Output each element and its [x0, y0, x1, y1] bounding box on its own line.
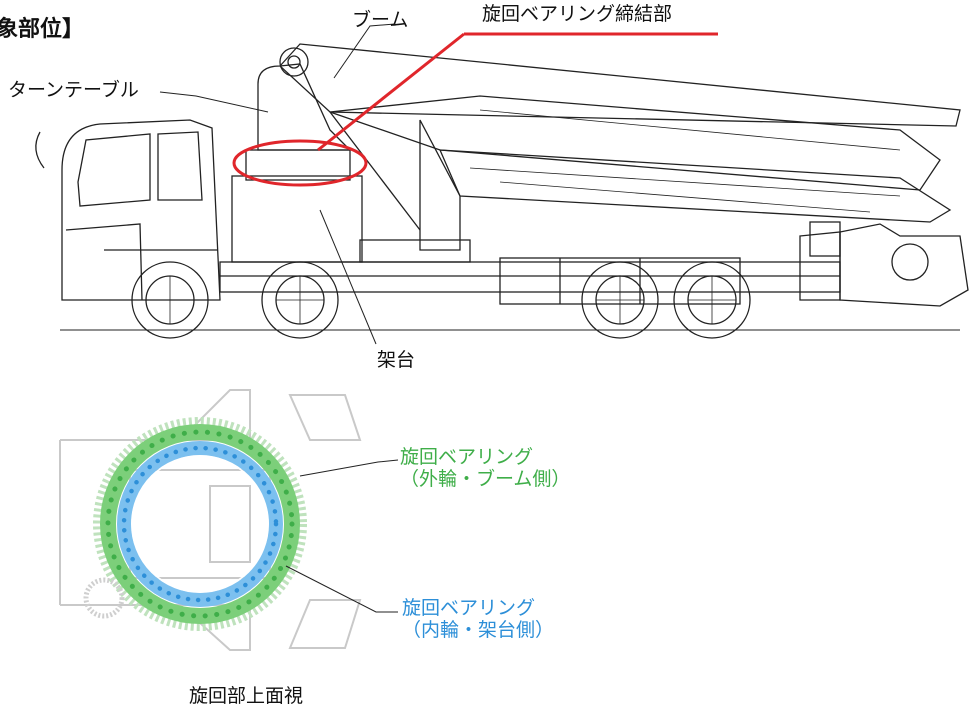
fastening-highlight	[232, 32, 718, 187]
bearing-top-view	[59, 389, 362, 651]
outer-ring-label: 旋回ベアリング （外輪・ブーム側）	[400, 446, 571, 491]
outer-ring-label-line2: （外輪・ブーム側）	[400, 467, 571, 490]
top-view-caption: 旋回部上面視	[189, 685, 304, 707]
frame-label: 架台	[377, 349, 416, 371]
section-title: 象部位】	[0, 17, 85, 42]
inner-ring-label-line2: （内輪・架台側）	[402, 618, 555, 641]
boom-label: ブーム	[352, 9, 409, 31]
leader-lines	[159, 23, 396, 345]
ring-leader-lines	[285, 459, 399, 613]
turntable-label: ターンテーブル	[8, 79, 139, 101]
outer-ring-label-line1: 旋回ベアリング	[400, 446, 534, 468]
inner-ring-label-line1: 旋回ベアリング	[402, 597, 536, 619]
slewing-bearing-fastening-label: 旋回ベアリング締結部	[482, 3, 673, 25]
inner-ring-label: 旋回ベアリング （内輪・架台側）	[402, 597, 555, 642]
pump-truck-drawing	[35, 43, 969, 339]
wheels	[131, 261, 751, 339]
